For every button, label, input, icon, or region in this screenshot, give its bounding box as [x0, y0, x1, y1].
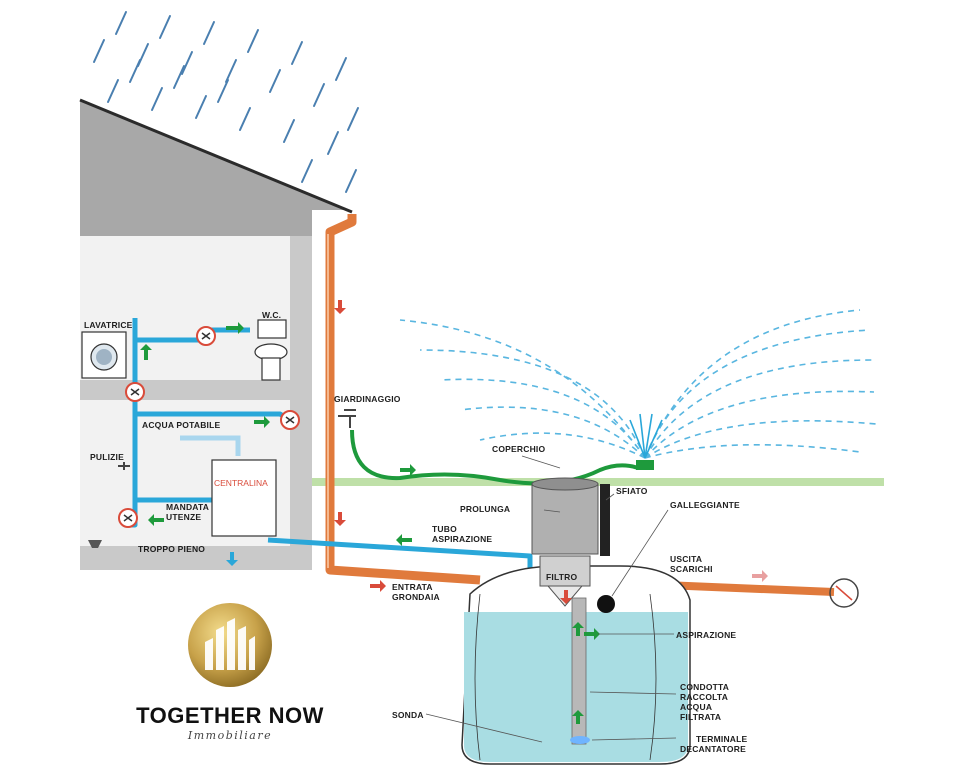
- rain-icon: [93, 11, 359, 193]
- label-uscita: USCITA: [670, 554, 702, 564]
- downpipe: [325, 214, 481, 585]
- label-entrata: ENTRATA: [392, 582, 433, 592]
- drain-outlet: [829, 578, 859, 608]
- label-wc: W.C.: [262, 310, 281, 320]
- decanter-terminal: [570, 736, 590, 744]
- label-scarichi: SCARICHI: [670, 564, 713, 574]
- sink: [88, 540, 102, 548]
- label-filtro: FILTRO: [546, 572, 577, 582]
- label-tubo-aspirazione: ASPIRAZIONE: [432, 534, 492, 544]
- valve-icon: [118, 326, 300, 528]
- flow-arrows: [140, 300, 768, 724]
- label-coperchio: COPERCHIO: [492, 444, 545, 454]
- label-mandata: MANDATA: [166, 502, 209, 512]
- label-lavatrice: LAVATRICE: [84, 320, 133, 330]
- tank-extension: [531, 477, 610, 607]
- label-giardinaggio: GIARDINAGGIO: [334, 394, 401, 404]
- label-pulizie: PULIZIE: [90, 452, 124, 462]
- leader-lines: [425, 455, 677, 743]
- toilet-icon: [254, 319, 288, 381]
- label-troppo-pieno: TROPPO PIENO: [138, 544, 205, 554]
- washing-machine-icon: [81, 331, 127, 379]
- label-condotta: CONDOTTA: [680, 682, 729, 692]
- float-ball-icon: [597, 595, 615, 613]
- control-unit: [211, 459, 277, 537]
- label-galleggiante: GALLEGGIANTE: [670, 500, 740, 510]
- label-decantatore: DECANTATORE: [680, 744, 746, 754]
- sprinkler-icon: [399, 309, 877, 470]
- brand-subtitle: Immobiliare: [187, 729, 273, 742]
- faucet-icon: [118, 409, 356, 470]
- label-terminale: TERMINALE: [696, 734, 748, 744]
- label-prolunga: PROLUNGA: [460, 504, 510, 514]
- label-raccolta: RACCOLTA: [680, 692, 728, 702]
- garden-hose: [350, 429, 639, 486]
- label-centralina: CENTRALINA: [214, 478, 268, 488]
- brand-name: TOGETHER NOW: [136, 703, 324, 728]
- label-aspirazione: ASPIRAZIONE: [676, 630, 736, 640]
- label-filtrata: FILTRATA: [680, 712, 721, 722]
- building-logo-icon: [188, 603, 272, 687]
- label-acqua-potabile: ACQUA POTABILE: [142, 420, 220, 430]
- label-grondaia: GRONDAIA: [392, 592, 440, 602]
- label-acqua: ACQUA: [680, 702, 712, 712]
- label-sonda: SONDA: [392, 710, 424, 720]
- label-sfiato: SFIATO: [616, 486, 648, 496]
- brand-logo: TOGETHER NOW Immobiliare: [110, 600, 350, 742]
- label-tubo: TUBO: [432, 524, 457, 534]
- label-utenze: UTENZE: [166, 512, 201, 522]
- grass-strip: [312, 478, 884, 486]
- tank: [461, 565, 691, 765]
- internal-pipe: [180, 435, 241, 456]
